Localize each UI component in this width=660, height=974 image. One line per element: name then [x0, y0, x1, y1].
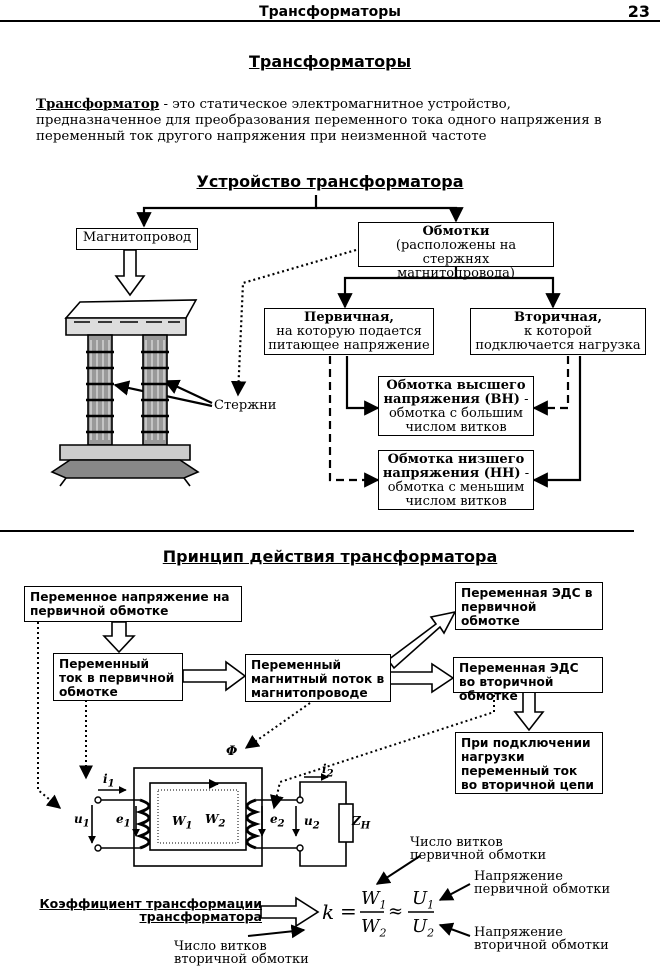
load-impedance-label: ZН [352, 814, 371, 832]
rods-label: Стержни [214, 398, 277, 413]
secondary-current-text: При подключении нагрузки переменный ток … [461, 736, 594, 792]
u1-label: u1 [74, 812, 90, 830]
hv-winding-box: Обмотка высшего напряжения (ВН) - обмотк… [378, 376, 534, 436]
secondary-title: Вторичная, [513, 310, 603, 325]
secondary-text: к которой подключается нагрузка [475, 324, 641, 353]
i1-label: i1 [103, 772, 115, 790]
page-number: 23 [627, 2, 650, 21]
primary-emf-text: Переменная ЭДС в первичной обмотке [461, 586, 593, 628]
magnetic-flux-text: Переменный магнитный поток в магнитопров… [251, 658, 385, 700]
note-primary-voltage: Напряжение первичной обмотки [474, 869, 611, 897]
magnetic-core-label: Магнитопровод [82, 230, 192, 245]
transformation-ratio-label: Коэффициент трансформации трансформатора [39, 896, 262, 924]
equals-sign: = [340, 899, 357, 923]
primary-voltage-box: Переменное напряжение на первичной обмот… [24, 586, 242, 622]
w2-denominator: W2 [361, 916, 387, 940]
secondary-emf-text: Переменная ЭДС во вторичной обмотке [459, 661, 579, 703]
primary-voltage-text: Переменное напряжение на первичной обмот… [30, 590, 230, 618]
note-secondary-voltage: Напряжение вторичной обмотки [474, 925, 609, 953]
secondary-current-box: При подключении нагрузки переменный ток … [455, 732, 603, 794]
windings-box: Обмотки(расположены на стержнях магнитоп… [358, 222, 554, 281]
w1-numerator: W1 [361, 888, 387, 912]
hv-title: Обмотка высшего напряжения (ВН) [383, 378, 526, 407]
windings-note: (расположены на стержнях магнитопровода) [395, 238, 517, 281]
definition-text: - это статическое электромагнитное устро… [36, 97, 602, 144]
u1-numerator: U1 [412, 888, 435, 912]
magnetic-core-box: Магнитопровод [76, 228, 198, 250]
page-title: Трансформаторы [248, 52, 412, 71]
hv-text: - обмотка с большим числом витков [388, 392, 529, 435]
approx-sign: ≈ [388, 901, 404, 922]
lv-text: - обмотка с меньшим числом витков [387, 466, 530, 509]
secondary-emf-box: Переменная ЭДС во вторичной обмотке [453, 657, 603, 703]
device-heading: Устройство трансформатора [196, 172, 464, 191]
e2-label: e2 [270, 812, 285, 830]
primary-emf-box: Переменная ЭДС в первичной обмотке [455, 582, 603, 630]
flux-symbol: Φ [226, 744, 238, 759]
u2-label: u2 [304, 814, 320, 832]
primary-winding-box: Первичная,на которую подается питающее н… [264, 308, 434, 355]
w2-label: W2 [205, 812, 226, 830]
lv-winding-box: Обмотка низшего напряжения (НН) - обмотк… [378, 450, 534, 510]
u2-denominator: U2 [412, 916, 435, 940]
definition-term: Трансформатор [36, 96, 160, 112]
definition: Трансформатор - это статическое электром… [36, 96, 636, 145]
i2-label: i2 [322, 762, 334, 780]
magnetic-flux-box: Переменный магнитный поток в магнитопров… [245, 654, 391, 702]
section-divider [0, 530, 634, 532]
lv-title: Обмотка низшего напряжения (НН) [382, 452, 525, 481]
principle-heading: Принцип действия трансформатора [162, 547, 498, 566]
primary-current-text: Переменный ток в первичной обмотке [59, 657, 175, 699]
note-secondary-turns: Число витков вторичной обмотки [174, 939, 309, 967]
windings-title: Обмотки [422, 224, 490, 239]
primary-title: Первичная, [304, 310, 394, 325]
note-primary-turns: Число витков первичной обмотки [410, 835, 547, 863]
k-symbol: k [322, 900, 335, 924]
primary-current-box: Переменный ток в первичной обмотке [53, 653, 183, 701]
running-header-title: Трансформаторы [259, 4, 401, 20]
primary-text: на которую подается питающее напряжение [268, 324, 430, 353]
e1-label: e1 [116, 812, 131, 830]
w1-label: W1 [172, 814, 193, 832]
secondary-winding-box: Вторичная,к которой подключается нагрузк… [470, 308, 646, 355]
header-rule [0, 20, 660, 22]
transformer-drawing [50, 299, 200, 487]
